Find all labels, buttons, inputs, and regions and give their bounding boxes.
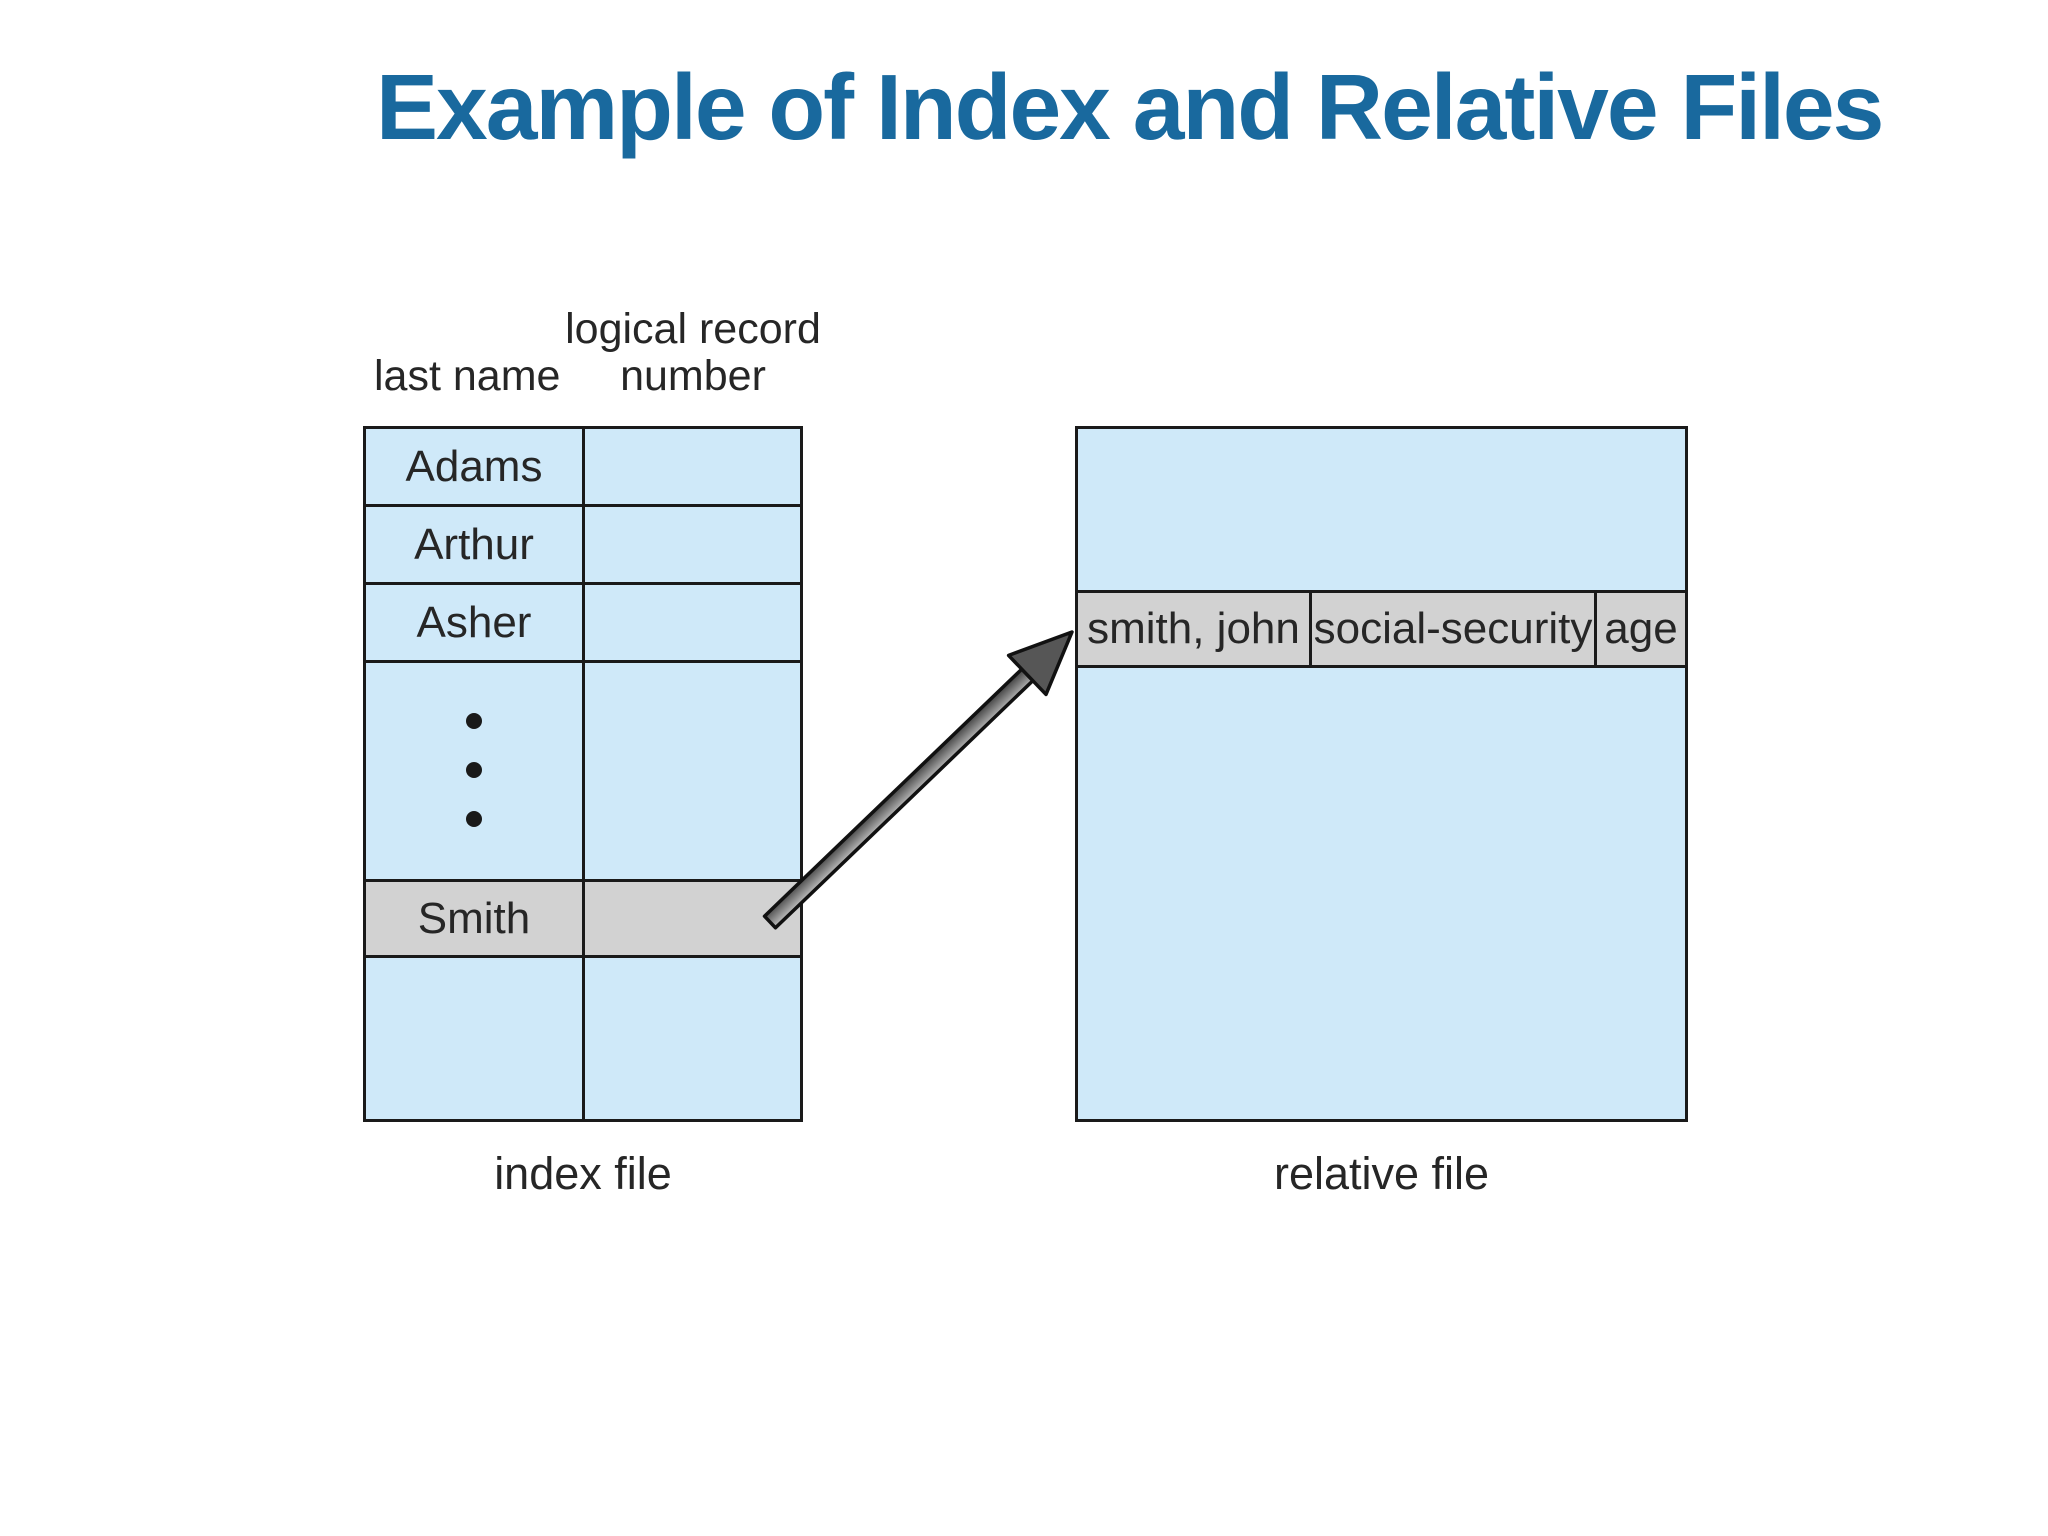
table-row-smith: Smith: [417, 893, 531, 943]
ellipsis-dot: [466, 811, 482, 827]
relative-file-table: smith, john social-security age: [1075, 426, 1688, 1122]
smith-record-row: smith, john social-security age: [1078, 590, 1685, 668]
logical-record-number-label: logical record number: [565, 306, 821, 400]
arrow-shaft: [762, 667, 1035, 930]
table-row-adams: Adams: [405, 441, 543, 491]
index-column-divider: [582, 429, 585, 1119]
record-cell-social-security: social-security: [1309, 593, 1594, 665]
logical-record-label-line1: logical record: [565, 305, 821, 353]
arrow-head: [1006, 630, 1074, 697]
row-border: [366, 879, 800, 882]
table-row-arthur: Arthur: [414, 519, 534, 569]
logical-record-label-line2: number: [620, 352, 766, 400]
last-name-label: last name: [374, 352, 561, 400]
row-border: [366, 504, 800, 507]
row-border: [366, 582, 800, 585]
page-title: Example of Index and Relative Files: [376, 55, 1884, 159]
table-row-asher: Asher: [416, 597, 532, 647]
row-border: [366, 955, 800, 958]
row-border: [366, 660, 800, 663]
ellipsis-dot: [466, 762, 482, 778]
relative-file-caption: relative file: [1273, 1148, 1490, 1199]
ellipsis-dot: [466, 713, 482, 729]
record-cell-age: age: [1594, 593, 1685, 665]
index-file-table: Adams Arthur Asher Smith: [363, 426, 803, 1122]
index-file-caption: index file: [494, 1148, 672, 1199]
record-cell-name: smith, john: [1087, 604, 1300, 653]
